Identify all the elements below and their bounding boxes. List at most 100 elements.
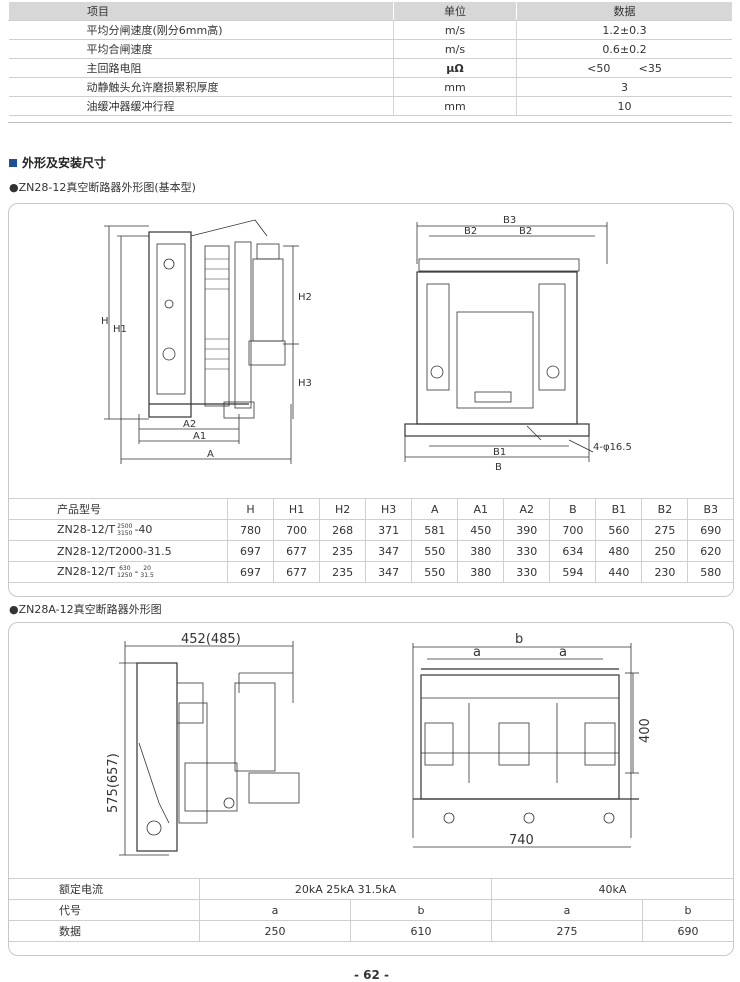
code-cell: a [491, 899, 643, 921]
spec-table-header: 项目 单位 数据 [8, 2, 732, 21]
dim-cell: 697 [226, 561, 274, 583]
label-H1: H1 [113, 324, 127, 335]
dim-cell: 580 [687, 561, 733, 583]
dimension-table-header: 产品型号 H H1 H2 H3 A A1 A2 B B1 B2 B3 [9, 498, 733, 520]
dim-cell: 380 [457, 561, 504, 583]
table-row: 平均合闸速度 m/s 0.6±0.2 [8, 39, 732, 59]
section-divider [8, 122, 732, 123]
dim-header: H [226, 498, 274, 520]
spec-unit: m/s [393, 39, 517, 59]
dim-header: B2 [641, 498, 688, 520]
label-A: A [207, 449, 214, 460]
label-H2: H2 [298, 292, 312, 303]
section-marker-icon [9, 159, 17, 167]
spec-unit: mm [393, 77, 517, 97]
code-cell: b [350, 899, 492, 921]
label-H: H [101, 316, 109, 327]
table-row: 代号 a b a b [9, 899, 733, 921]
current-group-right: 40kA [491, 878, 733, 900]
dim-cell: 550 [411, 561, 458, 583]
dim-cell: 677 [273, 540, 320, 562]
label-B1: B1 [493, 447, 506, 458]
dim-cell: 235 [319, 561, 366, 583]
spec-item: 主回路电阻 [8, 58, 394, 78]
dimension-table: 产品型号 H H1 H2 H3 A A1 A2 B B1 B2 B3 ZN28-… [9, 498, 733, 583]
spec-header-unit: 单位 [393, 2, 517, 21]
dim-cell: 268 [319, 519, 366, 541]
dim-cell: 697 [226, 540, 274, 562]
value-cell: 690 [642, 920, 733, 942]
current-row-label: 数据 [9, 920, 200, 942]
label-B: B [495, 462, 502, 473]
dim-model-suffix: -40 [134, 523, 153, 536]
dim-cell: 330 [503, 561, 550, 583]
table-row: 额定电流 20kA 25kA 31.5kA 40kA [9, 878, 733, 900]
table-row: 数据 250 610 275 690 [9, 920, 733, 942]
figure2-drawing: 452(485) 575(657) b a a 400 740 [106, 632, 653, 856]
figure2-caption: ●ZN28A-12真空断路器外形图 [9, 603, 162, 616]
spec-table: 项目 单位 数据 平均分闸速度(刚分6mm高) m/s 1.2±0.3 平均合闸… [8, 2, 732, 116]
current-row-label: 代号 [9, 899, 200, 921]
dim-cell: 700 [549, 519, 596, 541]
label-A2: A2 [183, 419, 196, 430]
spec-value: 1.2±0.3 [516, 20, 732, 40]
spec-item: 油缓冲器缓冲行程 [8, 96, 394, 116]
label-a-left: a [473, 645, 481, 660]
frac-bottom: 1250 [117, 572, 133, 579]
side-view-2-labels: 452(485) 575(657) [106, 632, 241, 813]
figure2-panel: 452(485) 575(657) b a a 400 740 额定电流 [8, 622, 734, 956]
side-view-labels: H H1 H2 H3 A2 A1 A [101, 292, 312, 460]
label-b: b [515, 632, 523, 647]
spec-unit: mm [393, 96, 517, 116]
dim-cell: 347 [365, 540, 412, 562]
dim-cell: 550 [411, 540, 458, 562]
spec-value: 3 [516, 77, 732, 97]
figure1-drawing: H H1 H2 H3 A2 A1 A B3 B2 B2 [101, 215, 632, 473]
current-row-label: 额定电流 [9, 878, 200, 900]
dim-header: B1 [595, 498, 642, 520]
table-row: 油缓冲器缓冲行程 mm 10 [8, 96, 732, 116]
dim-cell: 450 [457, 519, 504, 541]
front-view-labels: B3 B2 B2 B1 B 4-φ16.5 [464, 215, 632, 473]
label-B3: B3 [503, 215, 516, 226]
value-cell: 250 [199, 920, 351, 942]
dim-cell: 780 [226, 519, 274, 541]
section-title: 外形及安装尺寸 [22, 156, 107, 170]
frac-top: 630 [119, 565, 131, 572]
dim-cell: 690 [687, 519, 733, 541]
dim-header: H3 [365, 498, 412, 520]
spec-value: 0.6±0.2 [516, 39, 732, 59]
spec-unit: m/s [393, 20, 517, 40]
label-740: 740 [509, 833, 534, 848]
dim-model-prefix: ZN28-12/T [57, 565, 116, 578]
spec-item: 动静触头允许磨损累积厚度 [8, 77, 394, 97]
front-view-2-drawing [412, 643, 639, 848]
spec-item: 平均合闸速度 [8, 39, 394, 59]
code-cell: a [199, 899, 351, 921]
label-A1: A1 [193, 431, 206, 442]
front-view-2-labels: b a a 400 740 [473, 632, 653, 848]
dim-header: B [549, 498, 596, 520]
side-view-drawing [104, 219, 299, 464]
spec-value-b: <35 [638, 61, 662, 75]
dim-cell: 594 [549, 561, 596, 583]
dim-header: A1 [457, 498, 504, 520]
label-height-575: 575(657) [106, 753, 121, 813]
dim-cell: 250 [641, 540, 688, 562]
dim-cell: 677 [273, 561, 320, 583]
dim-header: A2 [503, 498, 550, 520]
dim-header-model: 产品型号 [9, 498, 228, 520]
current-group-left: 20kA 25kA 31.5kA [199, 878, 492, 900]
side-view-2-drawing [119, 641, 300, 856]
label-400: 400 [638, 718, 653, 743]
code-cell: b [642, 899, 733, 921]
label-width-452: 452(485) [181, 632, 241, 647]
dim-cell: 581 [411, 519, 458, 541]
frac-bottom: 3150 [117, 530, 133, 537]
dim-cell: 440 [595, 561, 642, 583]
